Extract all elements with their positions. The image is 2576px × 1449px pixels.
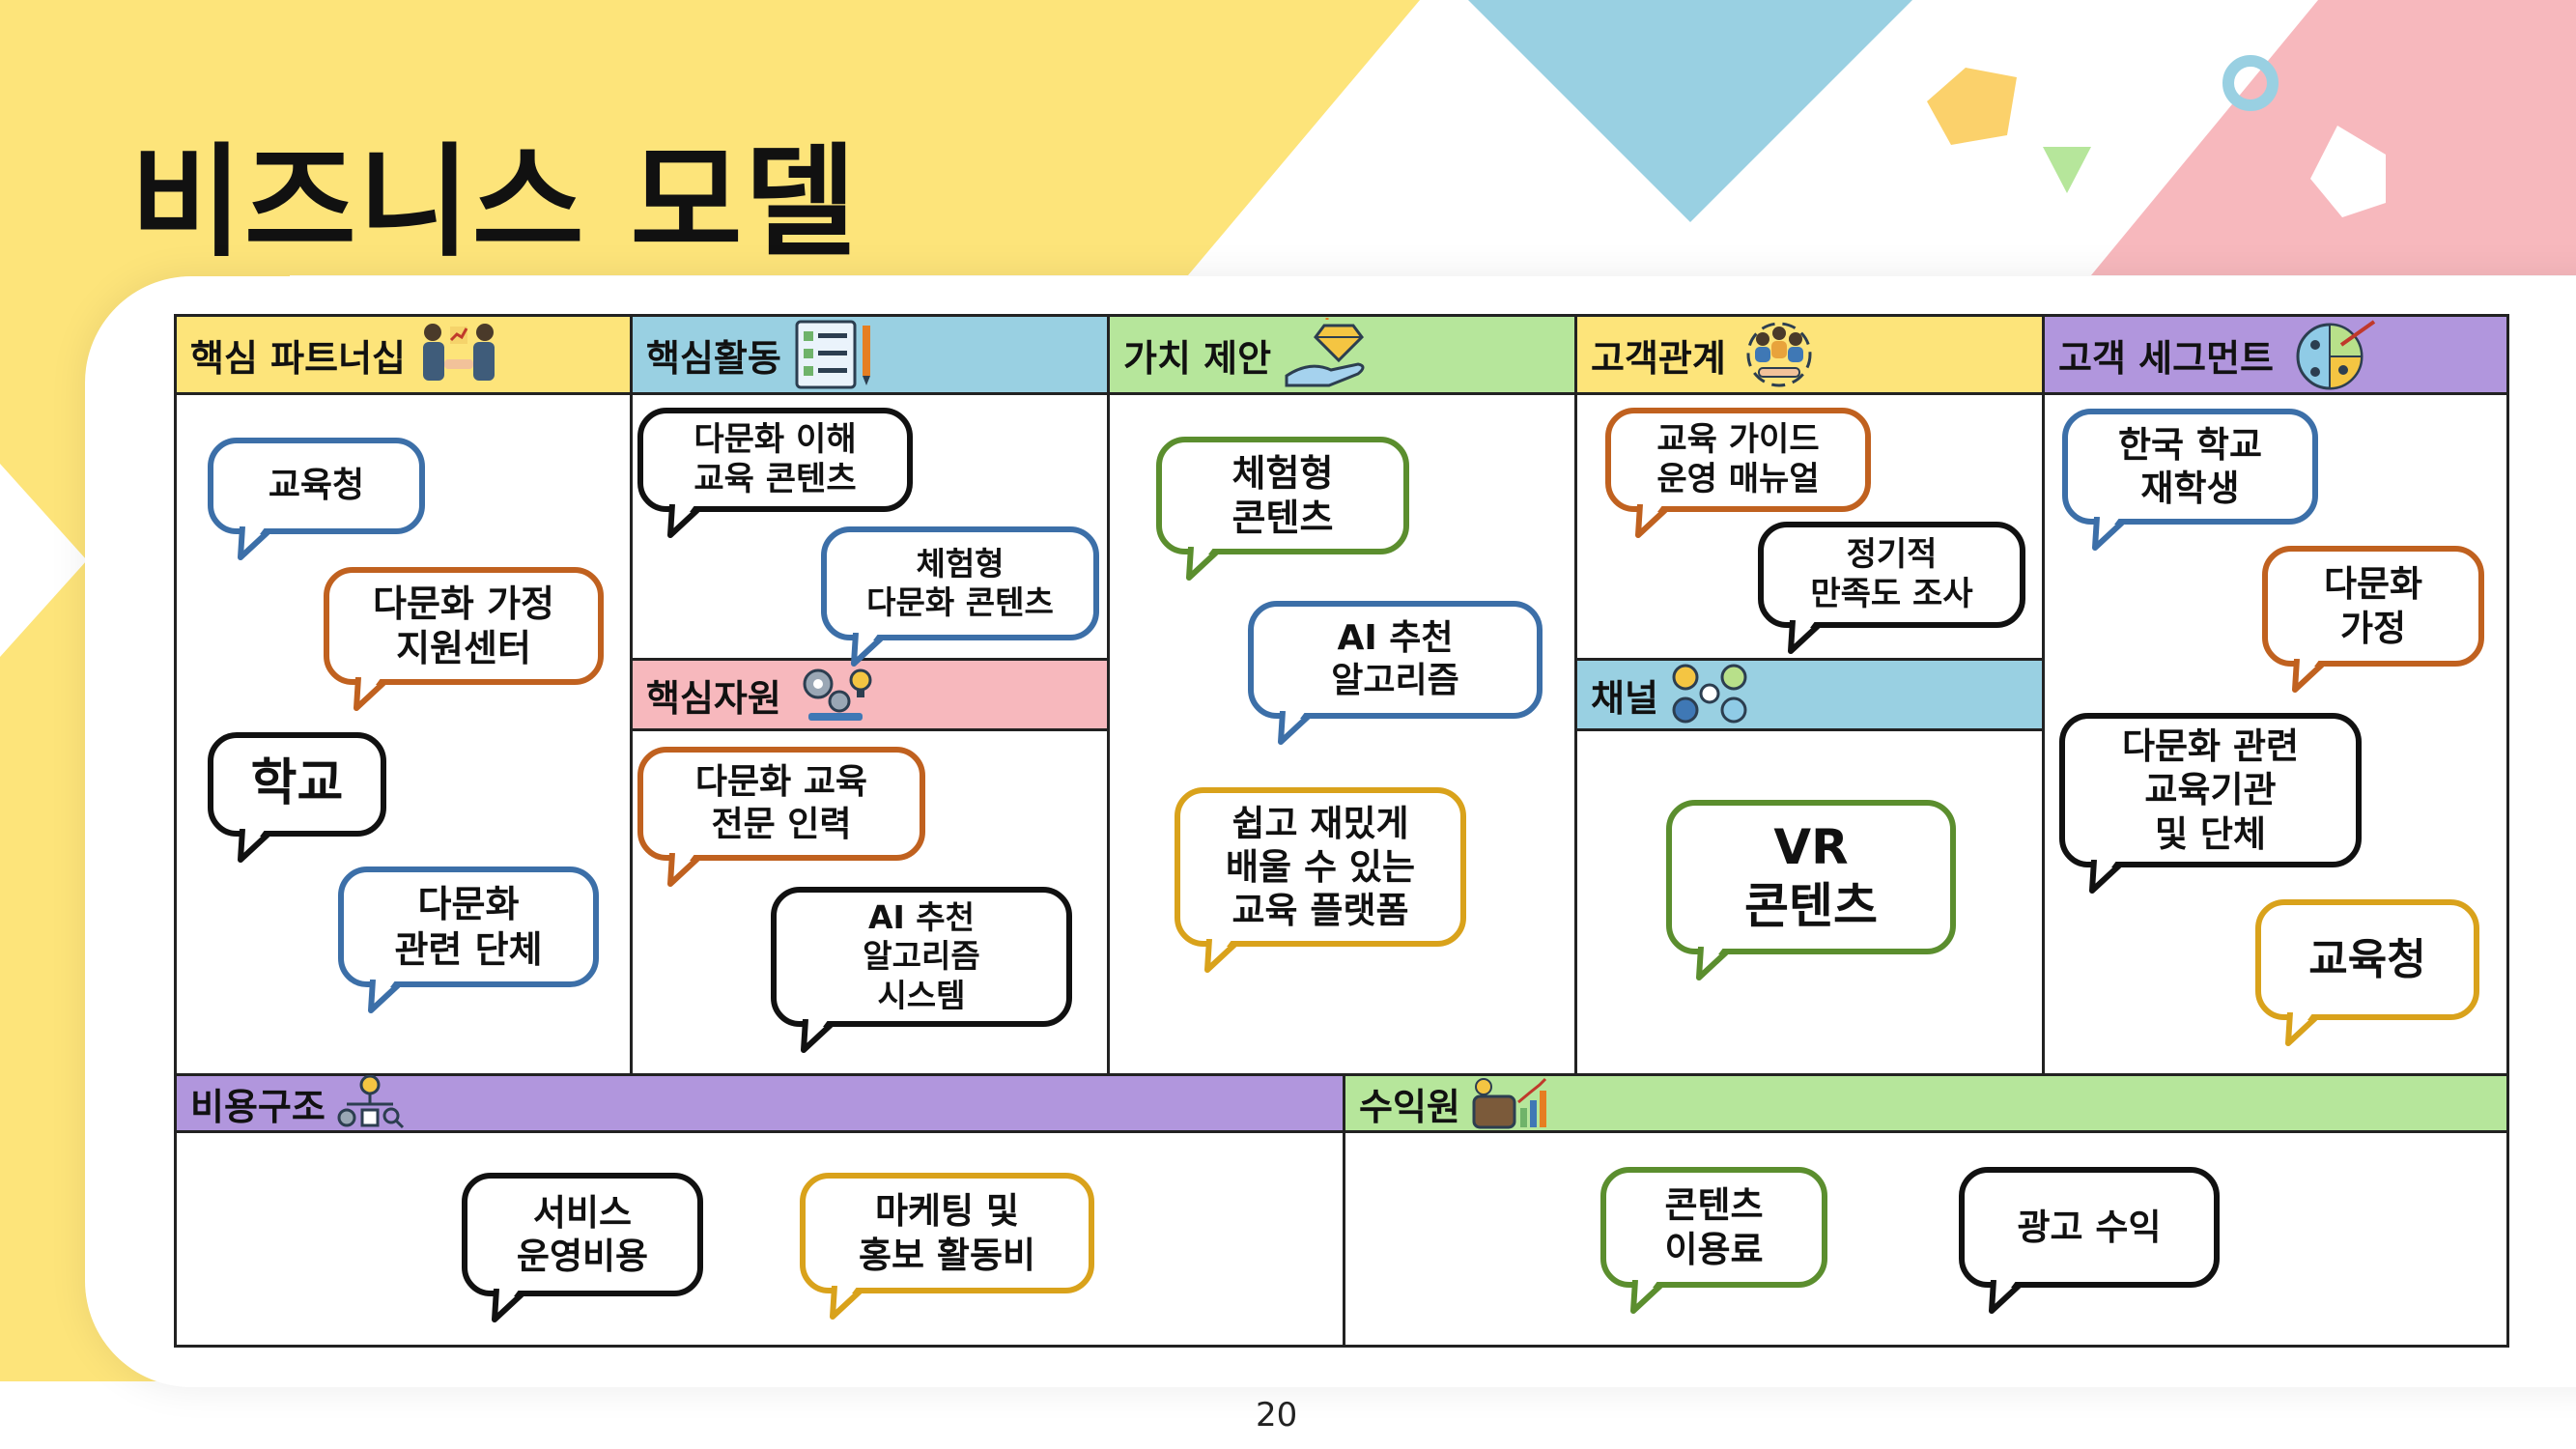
bubble-tail — [353, 677, 387, 711]
cell-cost-structure — [174, 1130, 1345, 1348]
bubble-tail — [2291, 659, 2326, 693]
speech-bubble: 마케팅 및 홍보 활동비 — [800, 1173, 1094, 1320]
channels-network-icon — [1672, 664, 1747, 724]
speech-bubble: 다문화 관련 교육기관 및 단체 — [2059, 713, 2362, 894]
speech-bubble: 한국 학교 재학생 — [2062, 409, 2318, 551]
speech-bubble: AI 추천 알고리즘 — [1248, 601, 1543, 745]
header-label: 비용구조 — [190, 1085, 326, 1128]
speech-bubble: 학교 — [208, 732, 386, 863]
speech-bubble: 다문화 가정 — [2262, 546, 2484, 693]
bubble-tail — [829, 1286, 863, 1320]
speech-bubble: 교육청 — [208, 438, 425, 560]
speech-bubble: AI 추천 알고리즘 시스템 — [771, 887, 1072, 1053]
header-label: 핵심활동 — [646, 336, 781, 380]
bubble-tail — [2284, 1012, 2319, 1046]
revenue-wallet-icon — [1472, 1077, 1546, 1129]
diamond-hand-icon — [1285, 318, 1365, 387]
bubble-tail — [2091, 517, 2126, 551]
header-key-activities: 핵심활동 — [630, 314, 1110, 395]
header-channels: 채널 — [1574, 658, 2045, 731]
bubble-tail — [1787, 620, 1822, 654]
bubble-tail — [1695, 947, 1730, 980]
speech-bubble: 체험형 다문화 콘텐츠 — [821, 526, 1099, 667]
bubble-tail — [1629, 1280, 1664, 1314]
header-label: 채널 — [1591, 676, 1658, 720]
header-label: 수익원 — [1359, 1085, 1460, 1128]
bubble-tail — [237, 526, 271, 560]
header-key-partners: 핵심 파트너십 — [174, 314, 633, 395]
cost-structure-icon — [337, 1075, 404, 1129]
header-customer-segments: 고객 세그먼트 — [2042, 314, 2509, 395]
speech-bubble: 교육 가이드 운영 매뉴얼 — [1605, 408, 1871, 538]
page-title: 비즈니스 모델 — [130, 131, 859, 273]
page-number: 20 — [1256, 1396, 1298, 1435]
bubble-tail — [1277, 711, 1312, 745]
bubble-tail — [800, 1019, 835, 1053]
header-label: 고객 세그먼트 — [2058, 336, 2274, 380]
header-label: 핵심자원 — [646, 676, 781, 720]
header-label: 고객관계 — [1591, 336, 1726, 380]
speech-bubble: VR 콘텐츠 — [1666, 800, 1956, 980]
speech-bubble: 광고 수익 — [1959, 1167, 2220, 1314]
bubble-tail — [1634, 504, 1669, 538]
community-handshake-icon — [1746, 322, 1812, 387]
speech-bubble: 다문화 관련 단체 — [338, 867, 599, 1013]
resources-gear-icon — [803, 668, 872, 721]
header-key-resources: 핵심자원 — [630, 658, 1110, 731]
speech-bubble: 서비스 운영비용 — [462, 1173, 703, 1322]
bubble-tail — [237, 829, 271, 863]
speech-bubble: 다문화 교육 전문 인력 — [637, 747, 925, 887]
header-label: 핵심 파트너십 — [190, 336, 406, 380]
header-revenue-streams: 수익원 — [1343, 1073, 2509, 1133]
speech-bubble: 콘텐츠 이용료 — [1600, 1167, 1827, 1314]
bubble-tail — [367, 980, 402, 1013]
speech-bubble: 쉽고 재밌게 배울 수 있는 교육 플랫폼 — [1175, 787, 1466, 973]
header-customer-relationships: 고객관계 — [1574, 314, 2045, 395]
cell-revenue-streams — [1343, 1130, 2509, 1348]
bubble-tail — [666, 853, 701, 887]
bubble-tail — [850, 633, 885, 667]
speech-bubble: 정기적 만족도 조사 — [1758, 522, 2025, 654]
business-model-canvas: 핵심 파트너십 핵심활동 가치 제안 고객관계 — [174, 314, 2509, 1348]
header-label: 가치 제안 — [1123, 336, 1272, 380]
target-segments-icon — [2296, 320, 2376, 390]
speech-bubble: 다문화 이해 교육 콘텐츠 — [637, 408, 913, 538]
speech-bubble: 교육청 — [2255, 899, 2479, 1046]
header-value-propositions: 가치 제안 — [1107, 314, 1577, 395]
bubble-tail — [1203, 939, 1238, 973]
speech-bubble: 다문화 가정 지원센터 — [324, 567, 604, 711]
bubble-tail — [1988, 1280, 2023, 1314]
bubble-tail — [1185, 547, 1220, 581]
header-cost-structure: 비용구조 — [174, 1073, 1345, 1133]
checklist-icon — [795, 320, 870, 389]
handshake-partners-icon — [423, 324, 495, 381]
bubble-tail — [491, 1289, 525, 1322]
bubble-tail — [666, 504, 701, 538]
bubble-tail — [2088, 860, 2123, 894]
speech-bubble: 체험형 콘텐츠 — [1156, 437, 1409, 581]
